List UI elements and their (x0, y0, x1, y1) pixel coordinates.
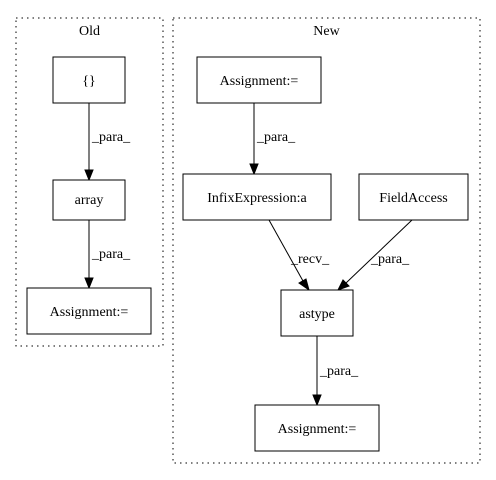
edge-old-array-to-assignment-arrowhead (84, 277, 94, 290)
node-new-astype[interactable]: astype (280, 289, 354, 337)
edge-new-astype-to-assign-label: _para_ (319, 364, 359, 379)
node-new-infix[interactable]: InfixExpression:a (182, 173, 332, 221)
edge-new-field-to-astype-arrowhead (336, 279, 350, 291)
node-old-array[interactable]: array (52, 179, 126, 221)
edge-new-infix-to-astype-arrowhead (298, 278, 310, 292)
edge-new-field-to-astype-label: _para_ (370, 252, 410, 267)
edge-new-infix-to-astype: _recv_ (268, 219, 330, 292)
cluster-old: Old (15, 17, 164, 347)
edge-new-assign-to-infix-arrowhead (249, 163, 259, 176)
edge-old-array-to-assignment: _para_ (84, 220, 131, 290)
edge-new-astype-to-assign-arrowhead (312, 394, 322, 407)
edge-new-field-to-astype-line (345, 219, 413, 284)
node-new-fieldaccess[interactable]: FieldAccess (358, 173, 469, 221)
node-new-assignment-top[interactable]: Assignment:= (196, 56, 322, 104)
node-old-assignment-label: Assignment:= (50, 305, 129, 320)
node-new-infix-box[interactable] (182, 173, 332, 221)
cluster-new: New (172, 17, 481, 464)
edge-new-field-to-astype: _para_ (336, 219, 413, 291)
edge-old-braces-to-array: _para_ (84, 103, 131, 182)
edge-old-array-to-assignment-label: _para_ (91, 247, 131, 262)
node-old-braces-label: {} (82, 74, 95, 89)
node-new-assignment-bottom-label: Assignment:= (278, 422, 357, 437)
edge-new-astype-to-assign: _para_ (312, 336, 359, 407)
node-new-astype-box[interactable] (280, 289, 354, 337)
node-old-assignment-box[interactable] (26, 287, 152, 335)
edge-old-braces-to-array-arrowhead (84, 169, 94, 182)
cluster-new-border (172, 17, 481, 464)
edge-old-braces-to-array-label: _para_ (91, 130, 131, 145)
node-old-array-label: array (75, 193, 104, 208)
node-new-assignment-bottom-box[interactable] (254, 404, 380, 452)
edge-new-infix-to-astype-line (268, 219, 304, 282)
edge-new-assign-to-infix-label: _para_ (256, 130, 296, 145)
node-new-astype-label: astype (299, 307, 335, 322)
node-new-assignment-top-label: Assignment:= (220, 74, 299, 89)
node-new-assignment-top-box[interactable] (196, 56, 322, 104)
node-new-fieldaccess-label: FieldAccess (379, 191, 447, 206)
edge-new-infix-to-astype-label: _recv_ (290, 252, 330, 267)
edge-new-assign-to-infix: _para_ (249, 103, 296, 176)
node-new-fieldaccess-box[interactable] (358, 173, 469, 221)
node-old-array-box[interactable] (52, 179, 126, 221)
node-old-braces-box[interactable] (52, 56, 126, 104)
cluster-new-title: New (313, 24, 340, 39)
cluster-old-title: Old (79, 24, 100, 39)
node-new-assignment-bottom[interactable]: Assignment:= (254, 404, 380, 452)
node-new-infix-label: InfixExpression:a (207, 191, 307, 206)
node-old-assignment[interactable]: Assignment:= (26, 287, 152, 335)
node-old-braces[interactable]: {} (52, 56, 126, 104)
